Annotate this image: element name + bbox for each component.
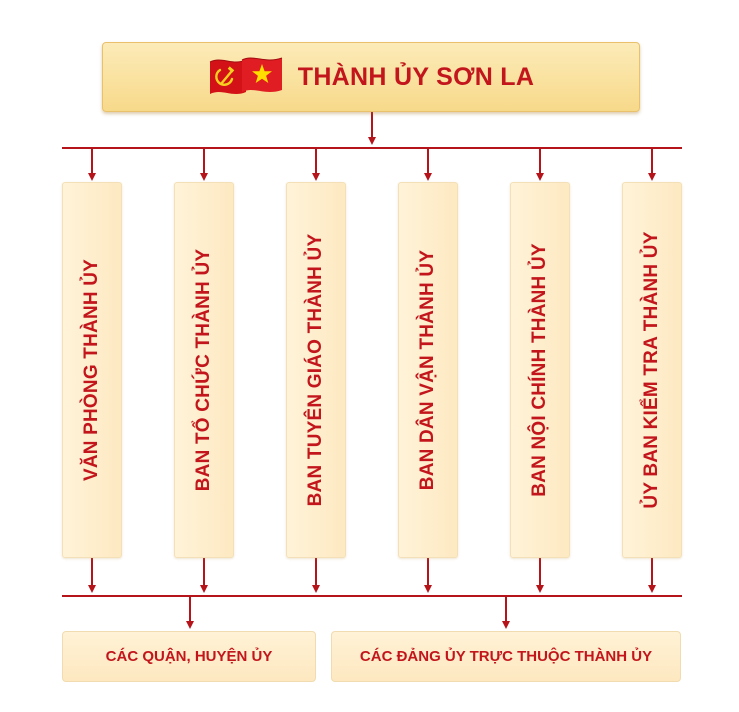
dept-label: BAN TỔ CHỨC THÀNH ỦY [193, 248, 214, 492]
bottom-unit-label: CÁC ĐẢNG ỦY TRỰC THUỘC THÀNH ỦY [359, 648, 653, 665]
page-title: THÀNH ỦY SƠN LA [297, 62, 535, 91]
dept-box-ban-noi-chinh: BAN NỘI CHÍNH THÀNH ỦY [510, 182, 570, 558]
bottom-box-dang-uy-truc-thuoc: CÁC ĐẢNG ỦY TRỰC THUỘC THÀNH ỦY [331, 631, 681, 682]
dept-label: BAN DÂN VẬN THÀNH ỦY [417, 249, 438, 491]
dept-label: VĂN PHÒNG THÀNH ỦY [81, 258, 102, 482]
dept-box-ban-tuyen-giao: BAN TUYÊN GIÁO THÀNH ỦY [286, 182, 346, 558]
bottom-box-quan-huyen-uy: CÁC QUẬN, HUYỆN ỦY [62, 631, 316, 682]
party-and-national-flags-icon [208, 52, 288, 102]
dept-box-ban-dan-van: BAN DÂN VẬN THÀNH ỦY [398, 182, 458, 558]
dept-box-uy-ban-kiem-tra: ỦY BAN KIỂM TRA THÀNH ỦY [622, 182, 682, 558]
header-box: THÀNH ỦY SƠN LA [102, 42, 640, 112]
dept-box-van-phong: VĂN PHÒNG THÀNH ỦY [62, 182, 122, 558]
dept-box-ban-to-chuc: BAN TỔ CHỨC THÀNH ỦY [174, 182, 234, 558]
bottom-unit-label: CÁC QUẬN, HUYỆN ỦY [105, 648, 273, 665]
dept-label: BAN TUYÊN GIÁO THÀNH ỦY [305, 233, 326, 507]
dept-label: ỦY BAN KIỂM TRA THÀNH ỦY [641, 231, 662, 509]
dept-label: BAN NỘI CHÍNH THÀNH ỦY [529, 243, 550, 497]
